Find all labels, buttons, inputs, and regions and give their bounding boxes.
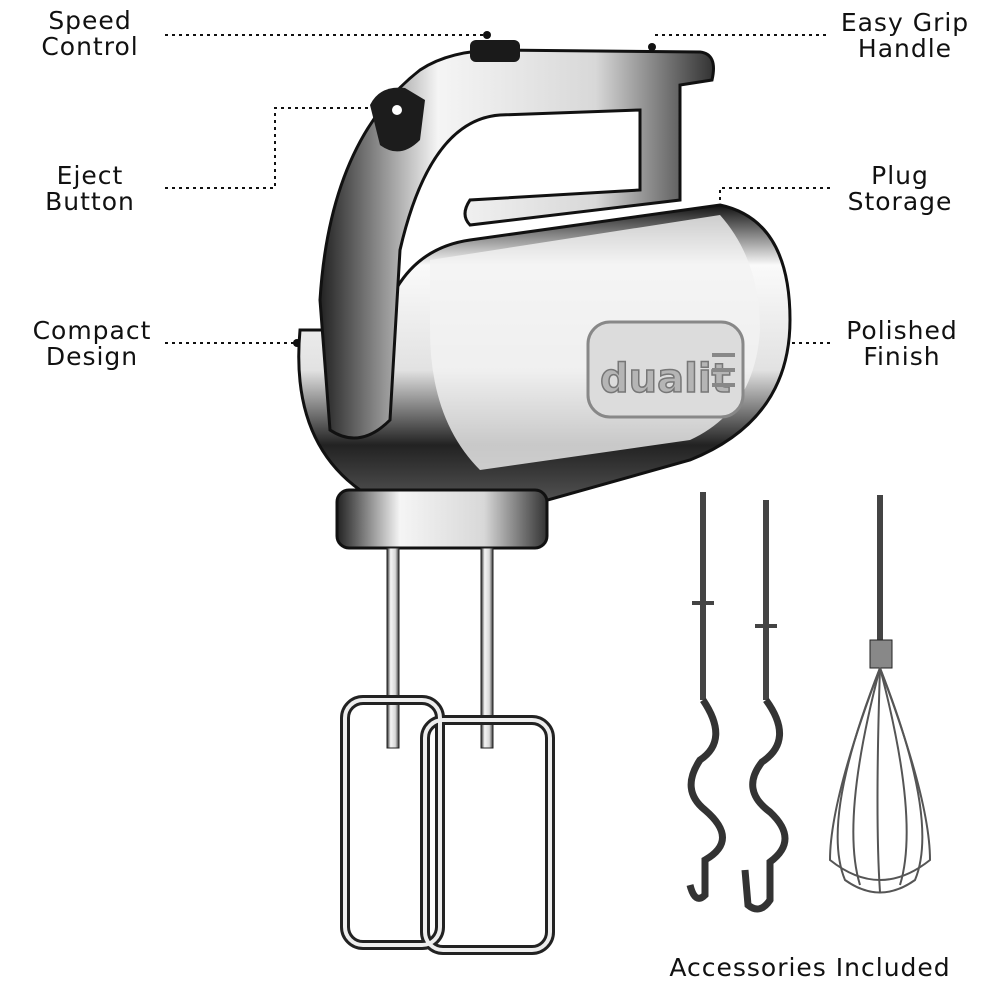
label-accessories-included: Accessories Included	[669, 953, 951, 982]
dualit-logo: dualit	[600, 356, 731, 402]
whisk	[828, 495, 932, 894]
speed-control-knob	[470, 40, 520, 62]
mixer-body: dualit	[297, 40, 792, 955]
beaters	[340, 695, 555, 955]
eject-button	[370, 87, 425, 152]
accessories	[686, 492, 932, 913]
dough-hook-2	[741, 500, 789, 913]
dough-hook-1	[686, 492, 726, 902]
